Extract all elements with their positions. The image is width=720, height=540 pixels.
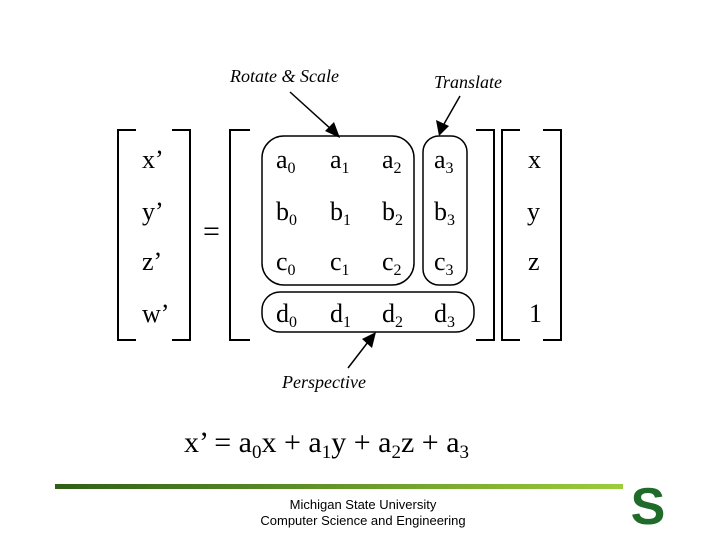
vector-in-x: x <box>528 145 541 174</box>
bracket-input-vector <box>501 129 562 341</box>
vector-in-y: y <box>527 197 540 226</box>
matrix-cell: a1 <box>330 145 350 177</box>
input-vector: x y z 1 <box>527 145 542 328</box>
output-vector: x’ y’ z’ w’ <box>142 145 169 328</box>
vector-in-one: 1 <box>529 299 542 328</box>
matrix-cell: c3 <box>434 247 454 279</box>
vector-out-w: w’ <box>142 299 169 328</box>
matrix-cell: c1 <box>330 247 350 279</box>
bracket-output-vector <box>117 129 191 341</box>
matrix-cell: d2 <box>382 299 403 331</box>
matrix-cell: b3 <box>434 197 455 229</box>
matrix-cell: d3 <box>434 299 455 331</box>
matrix-cell: a0 <box>276 145 296 177</box>
msu-logo-letter: S <box>631 478 666 536</box>
label-translate: Translate <box>434 72 502 92</box>
footer-university: Michigan State University <box>289 497 437 512</box>
matrix-cell: d1 <box>330 299 351 331</box>
msu-logo: S <box>630 478 666 536</box>
arrow-perspective <box>347 332 376 369</box>
bracket-matrix <box>229 129 495 341</box>
matrix-cells: a0 a1 a2 a3 b0 b1 b2 b3 c0 c1 c2 c3 d0 d… <box>276 145 455 331</box>
footer-divider-bar <box>55 484 623 489</box>
label-perspective: Perspective <box>281 372 366 392</box>
vector-in-z: z <box>528 247 540 276</box>
expanded-equation: x’ = a0x + a1y + a2z + a3 <box>184 426 469 463</box>
box-rotate-scale <box>261 135 415 286</box>
vector-out-y: y’ <box>142 197 164 226</box>
matrix-cell: b0 <box>276 197 297 229</box>
vector-out-x: x’ <box>142 145 164 174</box>
arrow-translate <box>436 95 461 136</box>
matrix-cell: c2 <box>382 247 402 279</box>
matrix-cell: b1 <box>330 197 351 229</box>
equals-sign: = <box>203 215 220 248</box>
label-rotate-scale: Rotate & Scale <box>229 66 339 86</box>
matrix-cell: d0 <box>276 299 297 331</box>
matrix-cell: b2 <box>382 197 403 229</box>
footer-department: Computer Science and Engineering <box>260 513 466 528</box>
vector-out-z: z’ <box>142 247 162 276</box>
matrix-cell: c0 <box>276 247 296 279</box>
arrow-rotate-scale <box>289 91 340 138</box>
box-translate <box>422 135 468 286</box>
matrix-cell: a2 <box>382 145 402 177</box>
matrix-cell: a3 <box>434 145 454 177</box>
box-perspective <box>261 291 475 333</box>
